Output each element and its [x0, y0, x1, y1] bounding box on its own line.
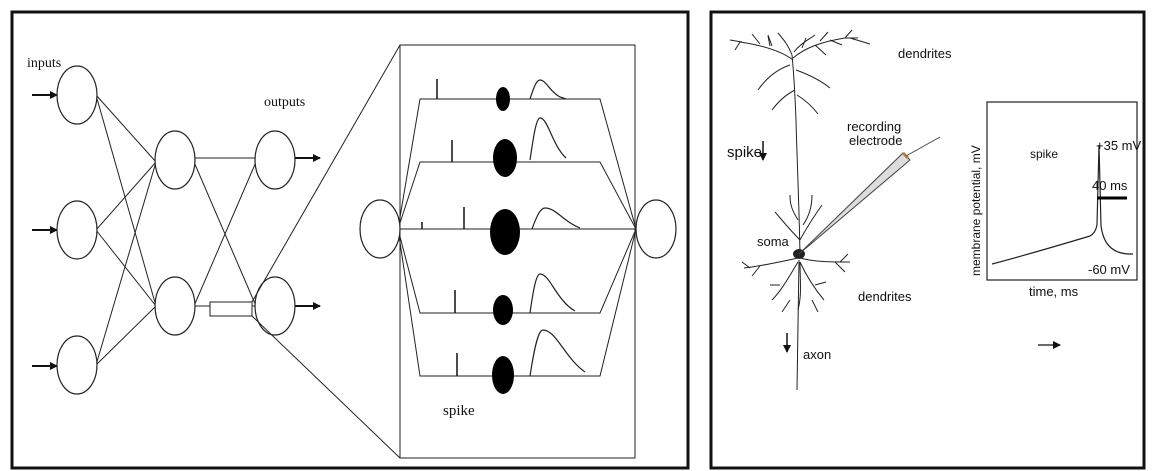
dendrites-top-label: dendrites: [898, 46, 952, 61]
spike-label-right: spike: [727, 144, 762, 161]
recording-label: recording: [847, 119, 901, 134]
graph-spike-label: spike: [1030, 147, 1058, 161]
rest-potential-label: -60 mV: [1088, 262, 1130, 277]
inputs-label: inputs: [27, 56, 61, 71]
hidden-node: [155, 131, 195, 189]
soma-label: soma: [757, 234, 790, 249]
outputs-label: outputs: [264, 95, 305, 110]
membrane-potential-graph: +35 mV spike 40 ms -60 mV time, ms membr…: [969, 102, 1141, 299]
zoom-source-box: [210, 302, 252, 316]
dendrites-bottom-label: dendrites: [858, 289, 912, 304]
axon-label: axon: [803, 347, 831, 362]
input-node: [57, 66, 97, 124]
input-node: [57, 336, 97, 394]
neuron-panel: dendrites spike recording electrode soma…: [711, 12, 1144, 468]
peak-potential-label: +35 mV: [1096, 138, 1141, 153]
spike-label-left: spike: [443, 403, 475, 419]
electrode-label: electrode: [849, 133, 902, 148]
input-node: [57, 201, 97, 259]
hidden-node: [155, 277, 195, 335]
ann-panel: inputs outputs spike: [12, 12, 688, 468]
time-axis-label: time, ms: [1029, 284, 1079, 299]
zoom-presynaptic-node: [360, 200, 400, 258]
output-node: [255, 131, 295, 189]
membrane-axis-label: membrane potential, mV: [969, 145, 983, 276]
zoom-postsynaptic-node: [636, 200, 676, 258]
zoom-panel: [400, 45, 635, 458]
time-scale-label: 40 ms: [1092, 178, 1128, 193]
